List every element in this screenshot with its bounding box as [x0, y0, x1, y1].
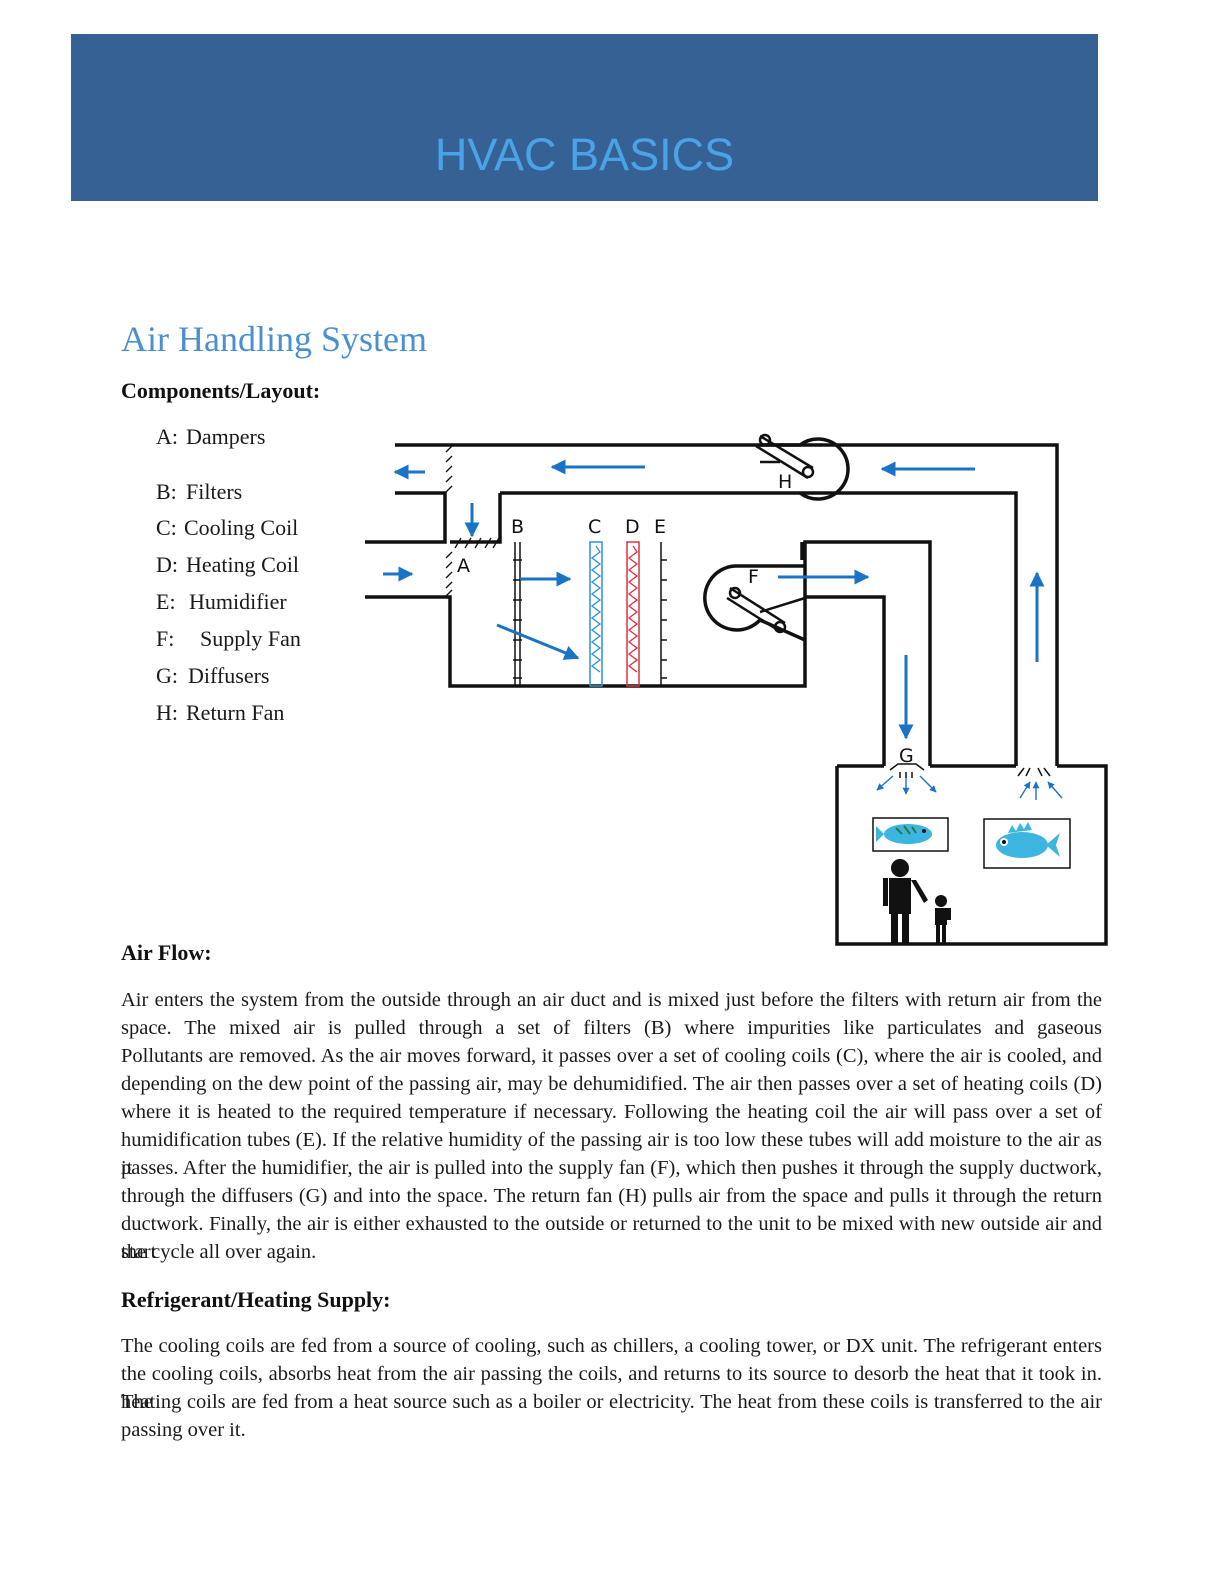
text-line: Pollutants are removed. As the air moves… — [121, 1045, 1102, 1067]
label-h: H — [778, 471, 792, 493]
legend-name: Supply Fan — [200, 626, 301, 651]
room-arrows — [876, 775, 1063, 800]
ductwork — [365, 437, 1108, 946]
legend-letter: E: — [156, 589, 176, 614]
legend-letter: H: — [156, 700, 178, 725]
legend-letter: B: — [156, 479, 177, 504]
text-line: depending on the dew point of the passin… — [121, 1073, 1102, 1095]
supply-fan-shroud — [703, 564, 806, 642]
header-banner: HVAC BASICS — [71, 34, 1098, 201]
components-heading: Components/Layout: — [121, 378, 321, 403]
legend-item: A: Dampers — [156, 424, 265, 450]
text-line: where it is heated to the required tempe… — [121, 1101, 1102, 1123]
outer-return-duct — [395, 443, 1059, 766]
label-e: E — [654, 516, 666, 538]
arrow-mixed-diagonal — [496, 623, 580, 660]
label-g: G — [899, 745, 914, 767]
label-d: D — [625, 516, 640, 538]
legend-letter: C: — [156, 515, 177, 540]
legend-name: Heating Coil — [186, 552, 300, 577]
legend-item: B: Filters — [156, 479, 242, 505]
diffuser-g — [889, 763, 1051, 778]
refrigerant-heading: Refrigerant/Heating Supply: — [121, 1287, 391, 1312]
filter-b — [513, 542, 522, 686]
supply-duct-drop — [805, 595, 886, 766]
label-c: C — [588, 516, 601, 538]
fish-picture-right — [983, 818, 1071, 869]
damper-hatching — [445, 445, 500, 597]
text-line: space. The mixed air is pulled through a… — [121, 1017, 1102, 1039]
text-line: passes. After the humidifier, the air is… — [121, 1157, 1102, 1179]
legend-item: H: Return Fan — [156, 700, 284, 726]
person-adult-icon — [883, 859, 928, 944]
heating-coil-d — [626, 541, 640, 687]
legend-letter: A: — [156, 424, 178, 449]
legend-item: F: Supply Fan — [156, 626, 301, 652]
airflow-arrows — [383, 459, 1045, 740]
text-line: The cooling coils are fed from a source … — [121, 1335, 1102, 1357]
text-line: through the diffusers (G) and into the s… — [121, 1185, 1102, 1207]
return-fan-h — [755, 433, 815, 480]
section-title: Air Handling System — [121, 319, 427, 359]
text-line: Air enters the system from the outside t… — [121, 989, 1102, 1011]
text-line: passing over it. — [121, 1419, 246, 1441]
text-line: the cycle all over again. — [121, 1241, 317, 1263]
legend-item: E: Humidifier — [156, 589, 287, 615]
legend-name: Dampers — [186, 424, 266, 449]
fish-picture-left — [872, 817, 949, 852]
air-flow-heading: Air Flow: — [121, 940, 212, 965]
cooling-coil-c — [589, 541, 603, 687]
legend-name: Humidifier — [189, 589, 287, 614]
legend-item: C: Cooling Coil — [156, 515, 298, 541]
text-line: humidification tubes (E). If the relativ… — [121, 1129, 1102, 1180]
legend-letter: G: — [156, 663, 178, 688]
text-line: heating coils are fed from a heat source… — [121, 1391, 1102, 1413]
text-line: ductwork. Finally, the air is either exh… — [121, 1213, 1102, 1264]
legend-item: D: Heating Coil — [156, 552, 299, 578]
legend-name: Diffusers — [188, 663, 270, 688]
label-b: B — [511, 516, 524, 538]
legend-name: Filters — [186, 479, 243, 504]
label-a: A — [457, 555, 470, 577]
document-title: HVAC BASICS — [434, 129, 735, 180]
room — [835, 764, 1108, 946]
person-child-icon — [935, 895, 951, 944]
return-fan-shroud — [760, 437, 850, 501]
label-f: F — [748, 566, 759, 588]
text-line: the cooling coils, absorbs heat from the… — [121, 1363, 1102, 1414]
exhaust-duct-lower — [365, 491, 447, 544]
supply-fan-f — [726, 586, 806, 634]
legend-item: G: Diffusers — [156, 663, 269, 689]
air-handling-diagram: A B C D E F G H — [365, 433, 1108, 946]
legend-name: Return Fan — [186, 700, 285, 725]
intake-duct-lower — [365, 540, 932, 766]
legend-name: Cooling Coil — [184, 515, 299, 540]
supply-duct-inner — [450, 493, 502, 544]
legend-letter: F: — [156, 626, 175, 651]
inner-return-duct — [500, 491, 1018, 766]
legend-letter: D: — [156, 552, 178, 577]
humidifier-e — [660, 542, 667, 686]
